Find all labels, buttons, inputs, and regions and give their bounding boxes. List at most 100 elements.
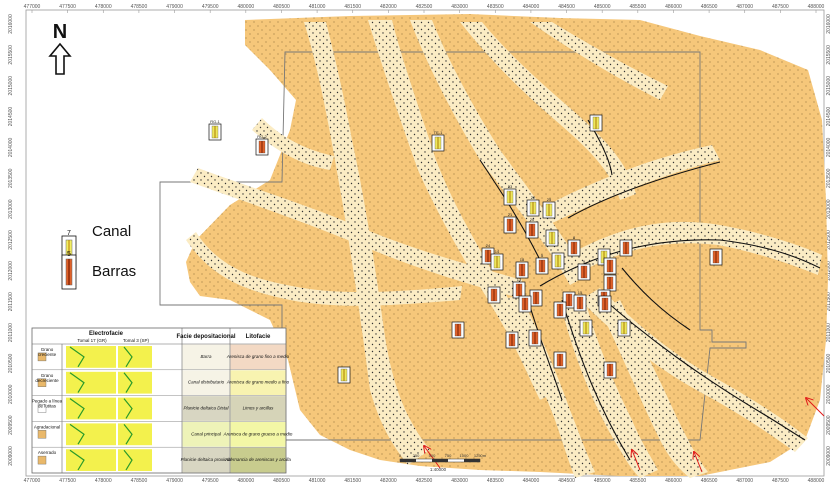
y-tick-label: 2010000 [8,384,14,404]
barras-well-icon[interactable]: 20 [525,217,539,239]
x-tick-label: 483000 [451,478,468,484]
y-tick-label: 2012500 [826,230,832,250]
barras-well-icon[interactable] [518,295,532,313]
north-label: N [53,21,67,43]
barras-well-icon[interactable] [603,257,617,275]
canal-well-icon[interactable]: 23 [503,184,517,206]
litofacie-name: Arenisca de grano grueso a medio [223,431,293,436]
scale-tick-label: 1250m [474,453,487,458]
barras-well-icon[interactable] [553,301,567,319]
well-label: 23 [508,184,513,189]
x-tick-label: 478000 [95,478,112,484]
barras-well-icon[interactable] [528,329,542,347]
canal-well-icon[interactable]: TE-1 [431,130,445,152]
x-tick-label: 486500 [701,478,718,484]
electrofacie-name: creciente [38,352,57,357]
barras-well-icon[interactable]: 9 [577,259,591,281]
well-label: 15 [578,290,583,295]
legend-canal-number: 7 [67,230,71,237]
x-tick-label: 480500 [273,478,290,484]
well-label: RG-2 [257,134,267,139]
channel [410,20,588,285]
x-tick-label: 481500 [344,4,361,10]
canal-well-icon[interactable] [337,366,351,384]
x-tick-label: 484500 [558,4,575,10]
well-label: 18 [520,257,525,262]
canal-well-icon[interactable]: 14 [490,249,504,271]
well-label: 8 [573,235,576,240]
facie-name: Canal principal [191,431,222,436]
th-sp: Tomal 3 (SP) [123,338,150,343]
barras-well-icon: 5 [61,251,77,290]
barras-well-icon[interactable] [598,295,612,313]
barras-well-icon[interactable] [529,289,543,307]
litofacie-name: Limos y arcillas [243,406,275,411]
barras-well-icon[interactable]: 18 [515,257,529,279]
y-tick-label: 2015000 [826,76,832,96]
x-tick-label: 478500 [131,4,148,10]
y-tick-label: 2013500 [826,168,832,188]
facies-table: Electrofacie Tomal 17 (GR) Tomal 3 (SP) … [31,327,293,474]
barras-well-icon[interactable] [603,361,617,379]
canal-well-icon[interactable] [579,319,593,337]
x-tick-label: 485000 [594,478,611,484]
barras-well-icon[interactable] [487,286,501,304]
x-tick-label: 487500 [772,4,789,10]
x-tick-label: 486000 [665,478,682,484]
th-electrofacie: Electrofacie [89,331,124,337]
fault-lines [479,119,821,461]
y-tick-label: 2011000 [826,323,832,342]
x-tick-label: 481000 [309,478,326,484]
barras-well-icon[interactable]: 15 [573,290,587,312]
x-tick-label: 482500 [416,478,433,484]
barras-well-icon[interactable] [709,248,723,266]
x-tick-label: 479000 [166,4,183,10]
canal-well-icon[interactable]: RG-1 [208,119,222,141]
barras-well-icon[interactable] [553,351,567,369]
barras-well-icon[interactable]: 8 [567,235,581,257]
well-label: 7 [603,244,606,249]
barras-well-icon[interactable] [451,321,465,339]
barras-well-icon[interactable]: 21 [503,212,517,234]
canal-well-icon[interactable] [545,229,559,247]
barras-well-icon[interactable]: RG-2 [255,134,269,156]
y-tick-label: 2011000 [8,323,14,342]
scale-tick-label: 500 [429,453,436,458]
barras-well-icon[interactable]: 5 [535,253,549,275]
well-label: RG-1 [210,119,220,124]
canal-well-icon[interactable] [589,114,603,132]
barras-well-icon[interactable]: 13 [512,277,526,299]
barras-well-icon[interactable] [619,239,633,257]
wells-layer: RG-1RG-2TE-12322252120241887659151314 [208,114,723,384]
canal-well-icon[interactable] [551,252,565,270]
x-tick-label: 479500 [202,4,219,10]
channel [560,221,822,278]
x-tick-label: 485500 [629,478,646,484]
y-tick-label: 2009000 [826,446,832,466]
scale-tick-label: 250 [413,453,420,458]
x-tick-label: 484000 [523,4,540,10]
canal-well-icon[interactable]: 25 [542,197,556,219]
x-tick-label: 479000 [166,478,183,484]
litofacie-name: Alternancia de areniscas y arcilla [224,457,291,462]
well-label: 14 [495,249,500,254]
x-tick-label: 482500 [416,4,433,10]
flow-arrow-icon [632,450,641,471]
canal-well-icon[interactable] [617,319,631,337]
x-tick-label: 483500 [487,478,504,484]
x-tick-label: 477000 [24,478,41,484]
flow-arrow-icon [424,446,441,469]
survey-outline [159,51,747,441]
barras-well-icon[interactable] [505,331,519,349]
y-tick-label: 2016000 [826,14,832,34]
y-tick-label: 2014000 [8,137,14,157]
y-tick-label: 2010000 [826,384,832,404]
channel [460,22,636,200]
canal-well-icon[interactable]: 22 [526,195,540,217]
x-tick-label: 477000 [24,4,41,10]
flow-arrows [424,398,825,473]
y-tick-label: 2010500 [826,353,832,373]
x-tick-label: 486500 [701,4,718,10]
